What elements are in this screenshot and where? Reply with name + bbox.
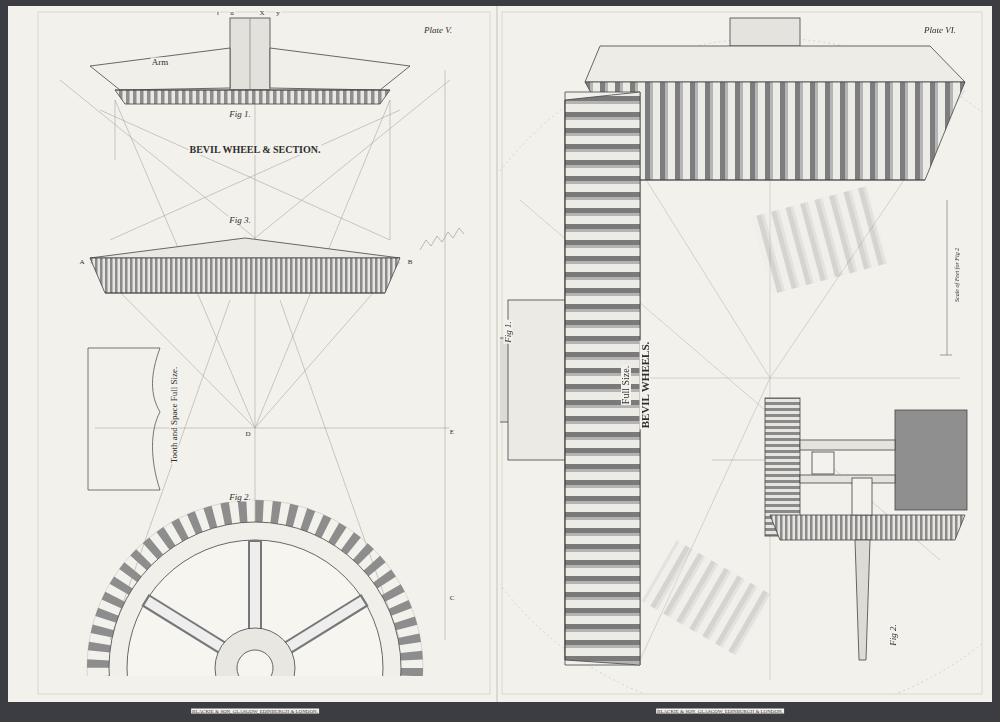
- bevel-wheel-large: [585, 18, 965, 180]
- plate-label: D: [244, 431, 251, 438]
- plate-label: y: [275, 10, 281, 17]
- plate-label: Fig 2.: [228, 493, 252, 502]
- bevel-wheel-large: [500, 92, 640, 665]
- plate-label: t: [216, 10, 220, 17]
- tooth-profile: [88, 348, 160, 490]
- plate-label: u: [229, 10, 235, 17]
- plate-label: Fig 3.: [228, 216, 252, 225]
- plate-label: X: [258, 10, 265, 17]
- plate-label: Fig 2.: [889, 623, 898, 647]
- plate-label: Fig 1.: [504, 320, 513, 344]
- plate-label: BEVIL WHEELS.: [640, 341, 651, 430]
- plate-label: E: [449, 429, 455, 436]
- plate-label: B: [407, 259, 414, 266]
- section-fig: [90, 18, 410, 104]
- plate-label: Arm: [151, 58, 170, 67]
- plate-label: BLACKIE & SON, GLASGOW, EDINBURGH & LOND…: [191, 709, 319, 714]
- plate-label: Fig 1.: [228, 110, 252, 119]
- plate-label: Plate VI.: [923, 26, 957, 35]
- bevel-wheel-plan: [87, 500, 423, 676]
- plate-label: Full Size.: [621, 365, 631, 405]
- plate-label: Plate V.: [423, 26, 453, 35]
- plate-label: A: [78, 259, 85, 266]
- bevel-wheel-assembly: [712, 398, 967, 660]
- plate-label: BLACKIE & SON, GLASGOW, EDINBURGH & LOND…: [656, 709, 784, 714]
- plate-label: C: [449, 595, 456, 602]
- plate-label: Scale of Feet for Fig 2: [954, 247, 960, 303]
- bevel-wheel-elevation: [90, 238, 400, 293]
- plate-label: Tooth and Space Full Size.: [170, 366, 179, 465]
- plate-label: BEVIL WHEEL & SECTION.: [189, 145, 322, 155]
